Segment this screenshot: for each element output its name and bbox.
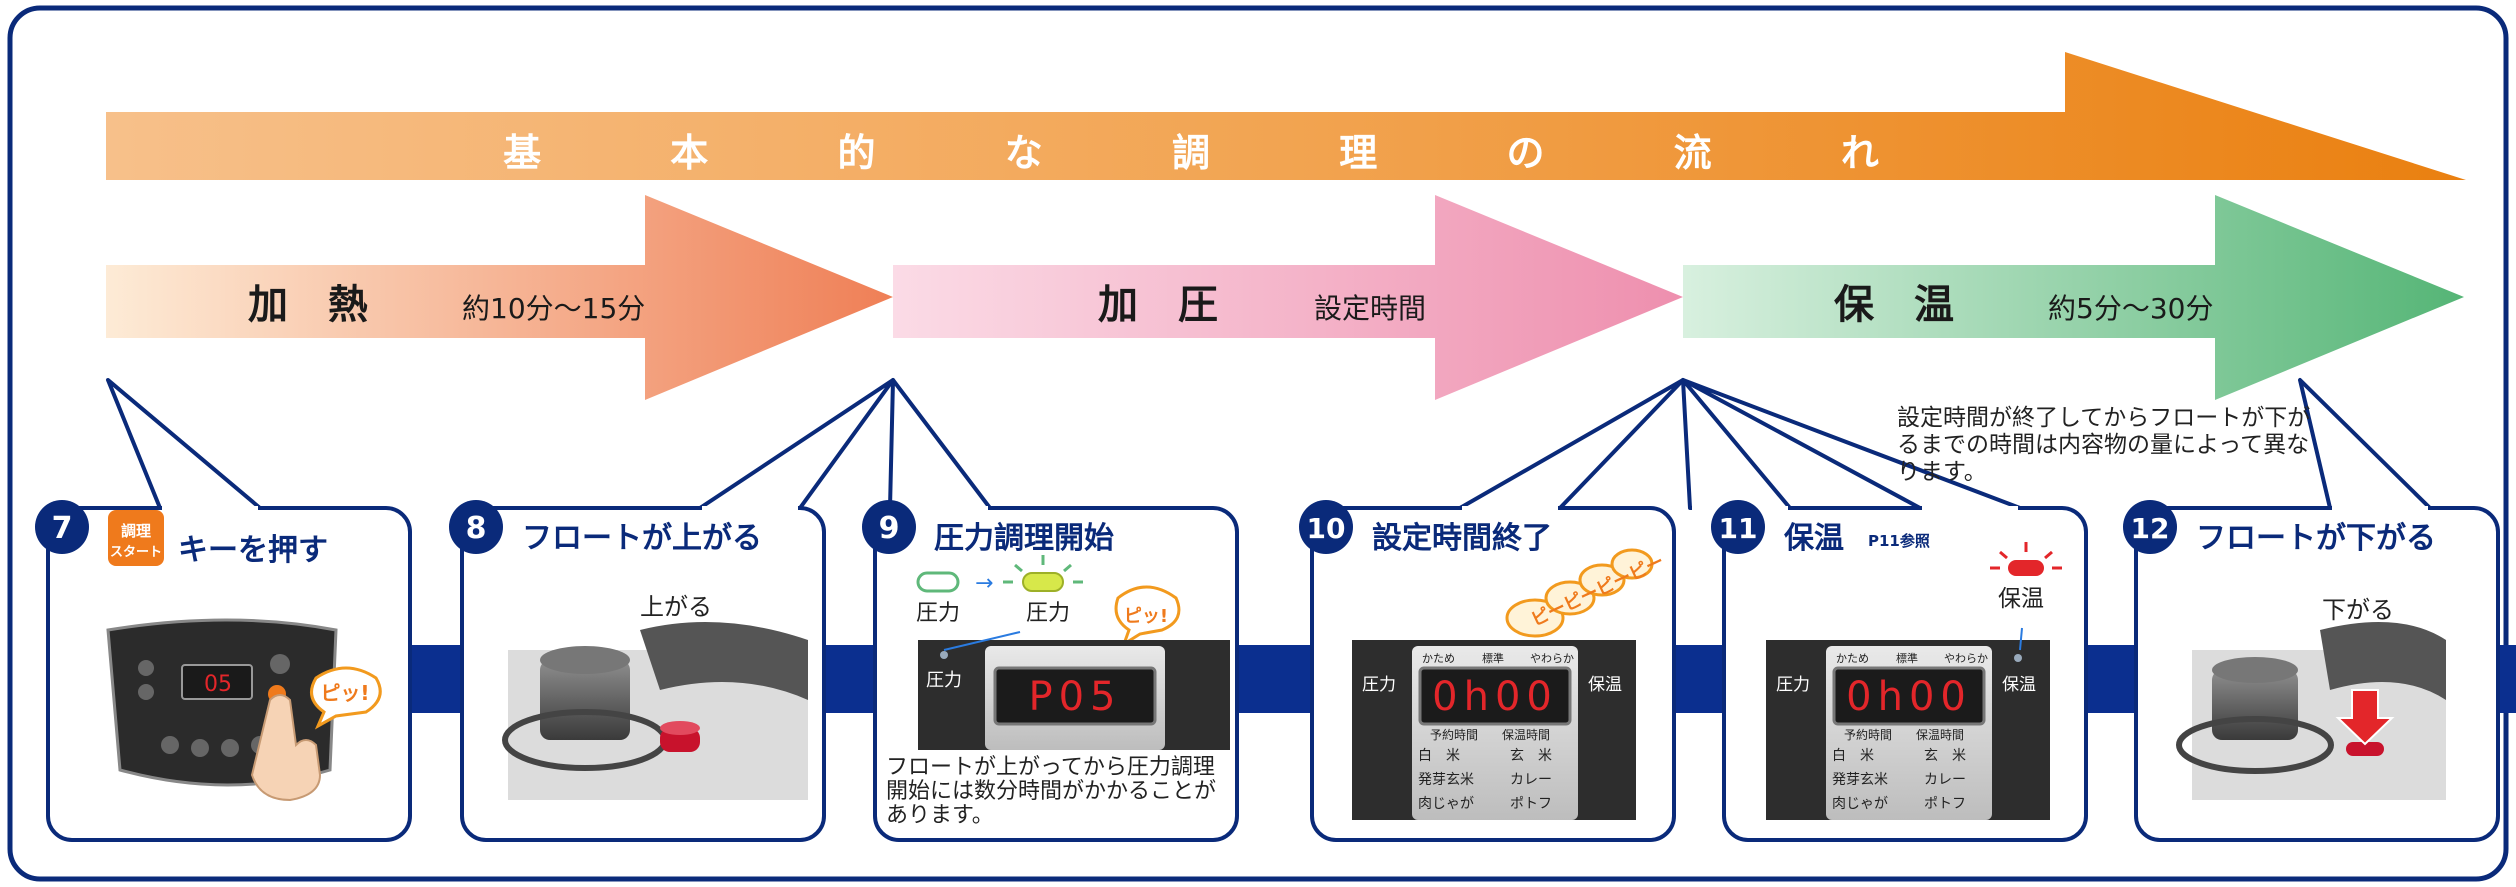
step-10-menu-6: ポトフ xyxy=(1510,796,1552,812)
step-11-illustration: 0h00 かため 標準 やわらか 予約時間 保温時間 白 米 玄 米 発芽玄米 … xyxy=(1766,542,2062,820)
step-10-number: 10 xyxy=(1307,512,1346,545)
start-key-icon xyxy=(108,510,164,566)
main-title: 基 本 的 な 調 理 の 流 れ xyxy=(503,131,1937,175)
step-10-sub-2: 保温時間 xyxy=(1502,728,1550,742)
step-11-menu-5: 肉じゃが xyxy=(1832,796,1888,812)
step-10-menu-2: 玄 米 xyxy=(1510,747,1552,764)
step-12-caption: 下がる xyxy=(2322,596,2394,624)
step-8-illustration: 上がる xyxy=(502,593,808,800)
step-7-title: キーを押す xyxy=(178,533,328,568)
step-10-mode-1: かため xyxy=(1422,652,1455,665)
phase-warm-duration: 約5分〜30分 xyxy=(2048,292,2213,325)
step-8-caption: 上がる xyxy=(640,593,712,621)
step-12-illustration: 下がる xyxy=(2176,596,2446,800)
step-7-number: 7 xyxy=(52,511,73,546)
step-10-menu-5: 肉じゃが xyxy=(1418,796,1474,812)
step-10-title: 設定時間終了 xyxy=(1372,521,1552,556)
timing-note: 設定時間が終了してからフロートが下がるまでの時間は内容物の量によって異なります。 xyxy=(1897,405,2311,485)
step-9-lamp-on-label: 圧力 xyxy=(1026,601,1070,626)
step-11-number: 11 xyxy=(1719,512,1758,545)
phase-pressure-duration: 設定時間 xyxy=(1314,292,1426,325)
step-10-left-label: 圧力 xyxy=(1362,675,1396,695)
step-11-menu-4: カレー xyxy=(1924,772,1966,788)
step-10-display: 0h00 xyxy=(1432,674,1558,720)
step-11-menu-3: 発芽玄米 xyxy=(1832,771,1888,788)
start-key-label-2: スタート xyxy=(110,545,162,560)
phase-arrow-warm xyxy=(1683,195,2464,400)
outer-frame xyxy=(7,5,2509,882)
step-9-illustration: 圧力 → 圧力 ピッ! P05 圧力 xyxy=(916,555,1230,750)
step-11-mode-3: やわらか xyxy=(1944,652,1988,665)
main-flow-arrow xyxy=(106,52,2466,180)
step-10-mode-3: やわらか xyxy=(1530,652,1574,665)
step-10-sub-1: 予約時間 xyxy=(1430,727,1478,742)
step-7-display: 05 xyxy=(204,672,232,697)
svg-text:→: → xyxy=(975,571,993,596)
step-10-mode-2: 標準 xyxy=(1482,651,1504,665)
step-12-number: 12 xyxy=(2131,512,2170,545)
step-9-pip: ピッ! xyxy=(1124,606,1168,627)
step-9-left-label: 圧力 xyxy=(926,670,962,691)
step-9-display: P05 xyxy=(1028,674,1121,720)
phase-arrow-pressure xyxy=(893,195,1683,400)
step-8-number: 8 xyxy=(466,511,487,546)
step-8-title: フロートが上がる xyxy=(522,521,762,556)
step-11-menu-6: ポトフ xyxy=(1924,796,1966,812)
step-12-title: フロートが下がる xyxy=(2196,521,2436,556)
phase-heat-name: 加 熱 xyxy=(248,282,368,328)
step-9-number: 9 xyxy=(879,511,900,546)
phase-heat-duration: 約10分〜15分 xyxy=(462,292,645,325)
step-11-menu-2: 玄 米 xyxy=(1924,747,1966,764)
step-numbers: 7 8 9 10 11 12 xyxy=(35,500,2177,554)
step-10-right-label: 保温 xyxy=(1588,675,1622,695)
step-10-menu-4: カレー xyxy=(1510,772,1552,788)
start-key-label-1: 調理 xyxy=(121,522,151,540)
step-11-sub-1: 予約時間 xyxy=(1844,727,1892,742)
step-11-mode-2: 標準 xyxy=(1896,651,1918,665)
step-7-pip: ピッ! xyxy=(320,681,369,705)
step-11-menu-1: 白 米 xyxy=(1832,748,1874,764)
step-11-ref: P11参照 xyxy=(1868,532,1930,550)
phase-arrow-heat xyxy=(106,195,893,400)
step-10-illustration: 0h00 かため 標準 やわらか 予約時間 保温時間 白 米 玄 米 発芽玄米 … xyxy=(1352,548,1667,820)
step-9-lamp-off-label: 圧力 xyxy=(916,601,960,626)
step-11-display: 0h00 xyxy=(1846,674,1972,720)
step-11-title: 保温 xyxy=(1784,521,1844,556)
step-9-note: フロートが上がってから圧力調理開始には数分時間がかかることがあります。 xyxy=(886,755,1217,828)
step-11-mode-1: かため xyxy=(1836,652,1869,665)
step-11-sub-2: 保温時間 xyxy=(1916,728,1964,742)
phase-pressure-name: 加 圧 xyxy=(1098,282,1218,328)
step-11-right-label: 保温 xyxy=(2002,675,2036,695)
step-9-title: 圧力調理開始 xyxy=(934,521,1114,556)
step-11-left-label: 圧力 xyxy=(1776,675,1810,695)
step-11-lamp-label: 保温 xyxy=(1998,586,2044,612)
phase-warm-name: 保 温 xyxy=(1834,282,1954,328)
step-10-menu-3: 発芽玄米 xyxy=(1418,771,1474,788)
callout-pointers xyxy=(106,378,2432,510)
step-7-illustration: 05 ピッ! xyxy=(106,618,382,802)
step-10-menu-1: 白 米 xyxy=(1418,748,1460,764)
